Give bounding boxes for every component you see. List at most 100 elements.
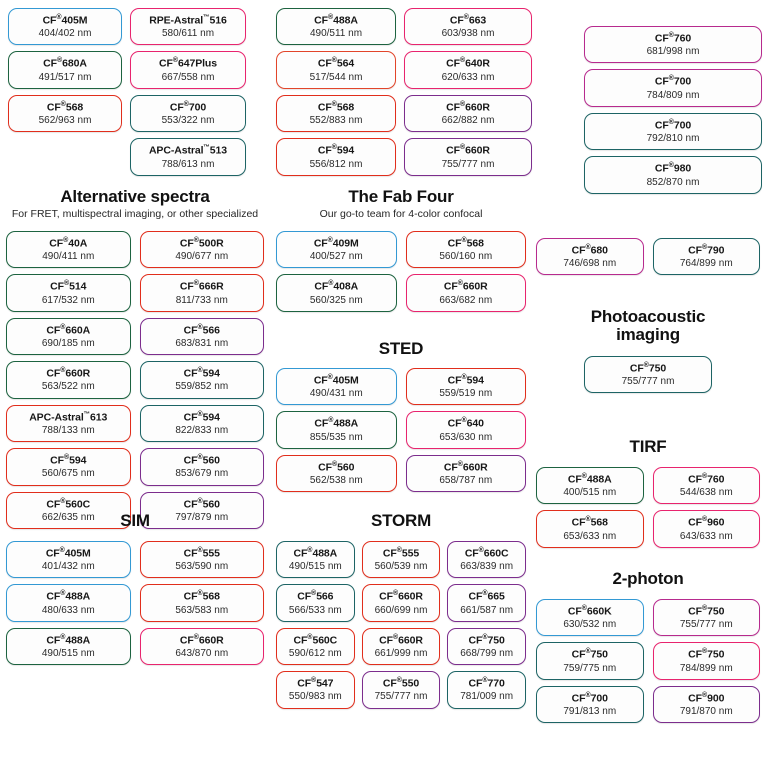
dye-number: 980: [673, 162, 692, 175]
dye-spectra: 661/587 nm: [460, 604, 514, 616]
dye-name: CF®488A: [567, 472, 612, 486]
dye-spectra: 560/675 nm: [41, 468, 95, 480]
dye-number: 568: [202, 590, 220, 603]
registered-trademark-icon: ®: [668, 162, 674, 170]
dye-spectra: 681/998 nm: [646, 46, 700, 58]
dye-number: 680A: [62, 57, 87, 70]
dye-number: 564: [336, 57, 355, 70]
dye-number: 680: [590, 244, 608, 257]
registered-trademark-icon: ®: [197, 367, 203, 375]
dye-name: CF®405M: [313, 373, 359, 387]
registered-trademark-icon: ®: [581, 472, 587, 480]
dye-number: 555: [202, 547, 220, 560]
registered-trademark-icon: ®: [59, 546, 65, 554]
registered-trademark-icon: ®: [331, 460, 338, 468]
dye-number: 960: [707, 516, 725, 529]
dye-number: 488A: [65, 634, 91, 647]
registered-trademark-icon: ®: [668, 32, 674, 39]
dye-name: CF®660R: [446, 100, 490, 114]
registered-trademark-icon: ®: [331, 144, 337, 152]
dye-name: CF®500R: [179, 236, 224, 250]
dye-spectra: 784/809 nm: [646, 89, 700, 101]
dye-spectra: 658/787 nm: [439, 474, 493, 486]
dye-spectra: 490/511 nm: [309, 28, 363, 40]
